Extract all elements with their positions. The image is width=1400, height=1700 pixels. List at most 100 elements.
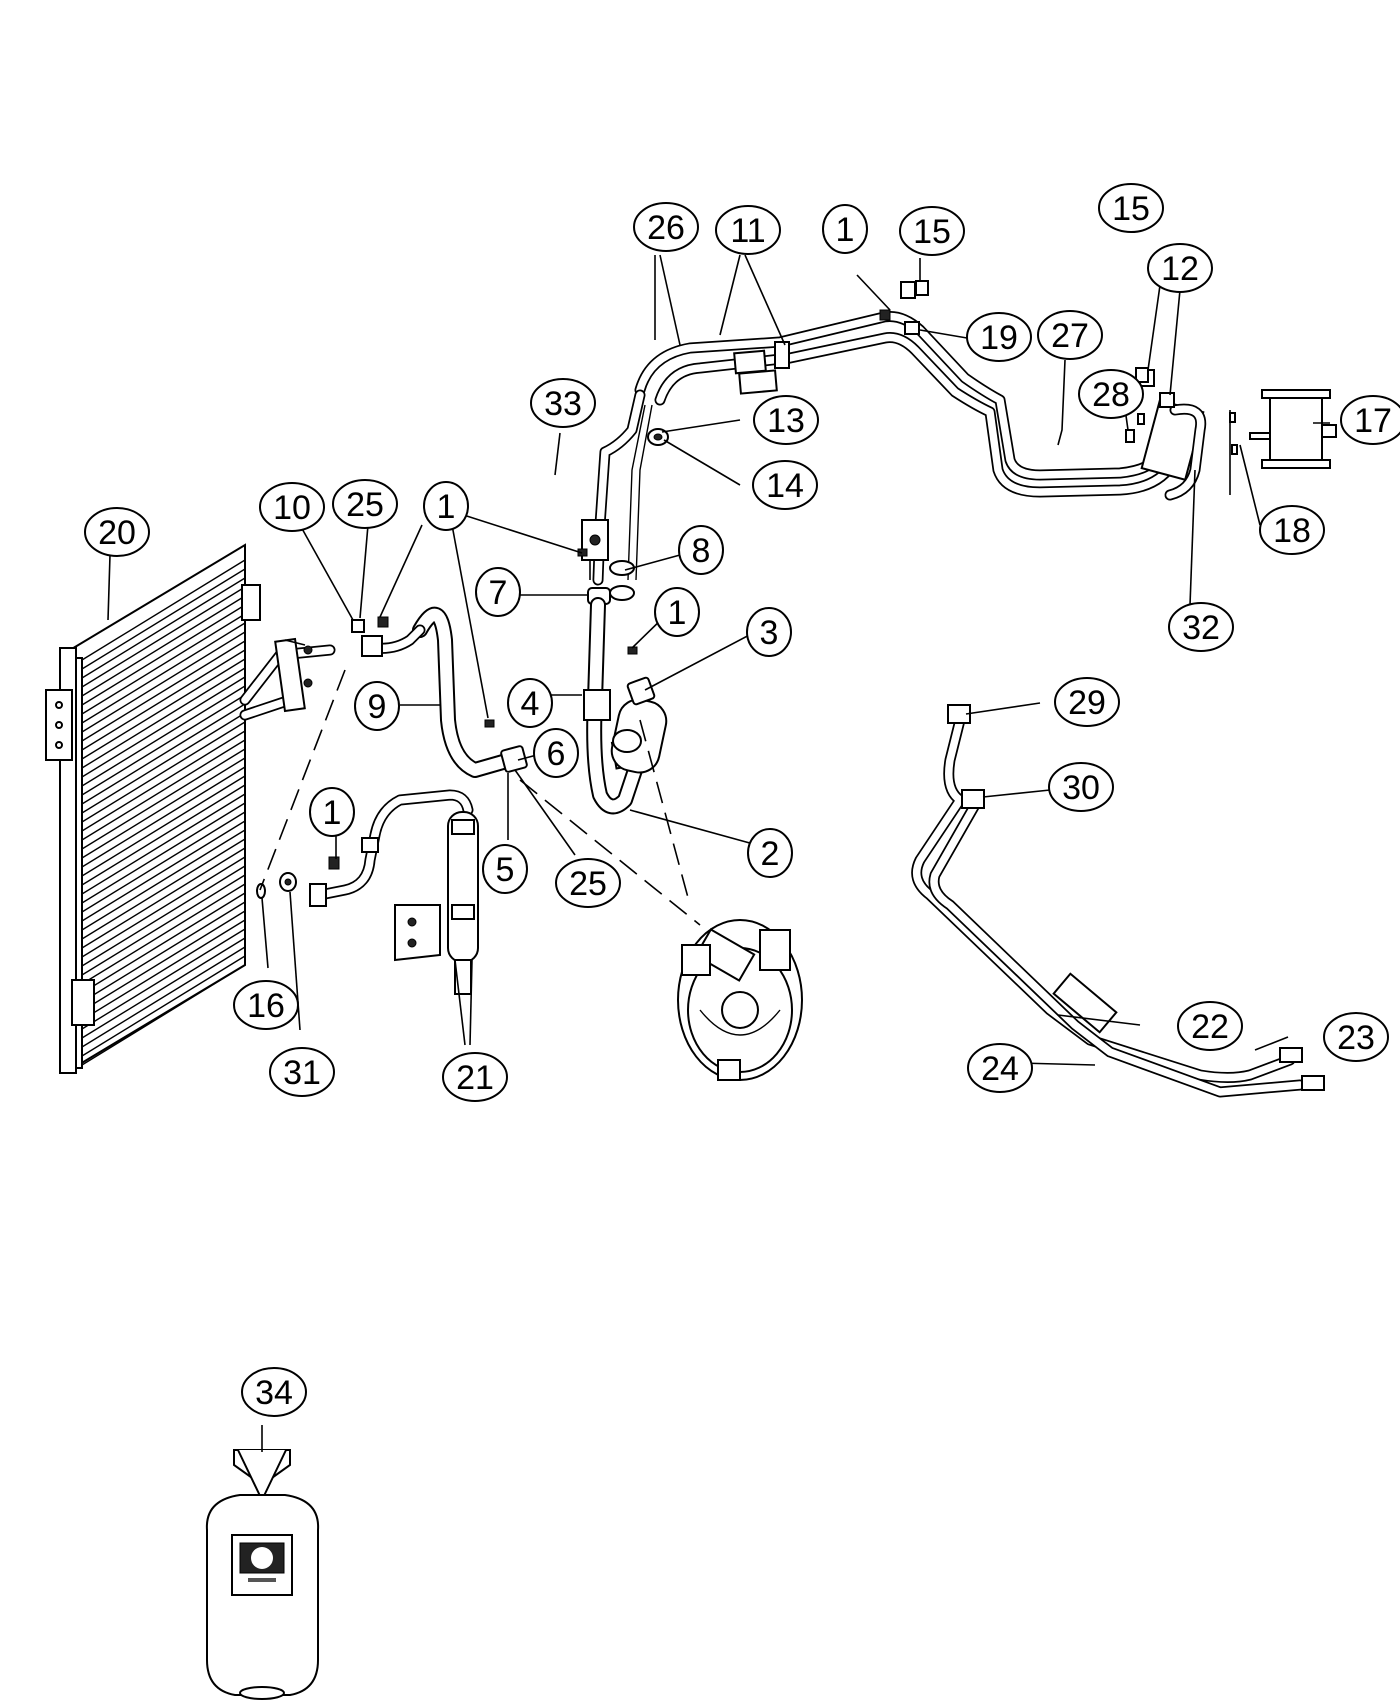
callout-33: 33 bbox=[530, 378, 596, 428]
callout-oval bbox=[332, 479, 398, 529]
callout-number: 22 bbox=[1191, 1008, 1229, 1046]
callout-9: 9 bbox=[354, 681, 400, 731]
callout-18: 18 bbox=[1259, 505, 1325, 555]
callout-19: 19 bbox=[966, 312, 1032, 362]
callout-number: 1 bbox=[323, 794, 342, 832]
callout-1: 1 bbox=[822, 204, 868, 254]
hose-assembly bbox=[309, 311, 1181, 907]
callout-number: 28 bbox=[1092, 376, 1130, 414]
callout-number: 29 bbox=[1068, 684, 1106, 722]
callout-number: 6 bbox=[547, 735, 566, 773]
fasteners bbox=[256, 280, 1238, 899]
callout-oval bbox=[507, 678, 553, 728]
callout-oval bbox=[1078, 369, 1144, 419]
callout-number: 1 bbox=[836, 211, 855, 249]
callout-number: 32 bbox=[1182, 609, 1220, 647]
receiver-drier bbox=[394, 811, 479, 995]
callout-23: 23 bbox=[1323, 1012, 1389, 1062]
expansion-valve bbox=[1249, 389, 1337, 469]
callout-number: 31 bbox=[283, 1054, 321, 1092]
callout-number: 23 bbox=[1337, 1019, 1375, 1057]
callout-number: 1 bbox=[668, 594, 687, 632]
callout-25: 25 bbox=[332, 479, 398, 529]
callout-13: 13 bbox=[753, 395, 819, 445]
callout-number: 19 bbox=[980, 319, 1018, 357]
callout-29: 29 bbox=[1054, 677, 1120, 727]
callout-number: 33 bbox=[544, 385, 582, 423]
callout-oval bbox=[1259, 505, 1325, 555]
callout-32: 32 bbox=[1168, 602, 1234, 652]
callout-oval bbox=[753, 395, 819, 445]
callout-25: 25 bbox=[555, 858, 621, 908]
callout-oval bbox=[966, 312, 1032, 362]
refrigerant-can bbox=[205, 1449, 320, 1700]
callout-number: 8 bbox=[692, 532, 711, 570]
callout-15: 15 bbox=[899, 206, 965, 256]
callout-5: 5 bbox=[482, 844, 528, 894]
callout-4: 4 bbox=[507, 678, 553, 728]
callout-number: 3 bbox=[760, 614, 779, 652]
callout-oval bbox=[1147, 243, 1213, 293]
callout-6: 6 bbox=[533, 728, 579, 778]
assembly-lines bbox=[259, 560, 701, 926]
callout-number: 13 bbox=[767, 402, 805, 440]
callout-oval bbox=[899, 206, 965, 256]
callout-oval bbox=[475, 567, 521, 617]
callout-oval bbox=[747, 828, 793, 878]
callout-oval bbox=[530, 378, 596, 428]
callout-number: 14 bbox=[766, 467, 804, 505]
callout-oval bbox=[1054, 677, 1120, 727]
callout-number: 2 bbox=[761, 835, 780, 873]
callout-oval bbox=[822, 204, 868, 254]
compressor bbox=[677, 919, 803, 1081]
callout-number: 16 bbox=[247, 987, 285, 1025]
callout-number: 20 bbox=[98, 514, 136, 552]
callout-1: 1 bbox=[654, 587, 700, 637]
callout-oval bbox=[678, 525, 724, 575]
callout-14: 14 bbox=[752, 460, 818, 510]
callout-oval bbox=[654, 587, 700, 637]
callout-10: 10 bbox=[259, 482, 325, 532]
callout-3: 3 bbox=[746, 607, 792, 657]
callout-oval bbox=[533, 728, 579, 778]
callout-number: 25 bbox=[569, 865, 607, 903]
callout-28: 28 bbox=[1078, 369, 1144, 419]
callout-oval bbox=[354, 681, 400, 731]
callout-oval bbox=[309, 787, 355, 837]
callout-30: 30 bbox=[1048, 762, 1114, 812]
callout-oval bbox=[967, 1043, 1033, 1093]
callout-number: 1 bbox=[437, 488, 456, 526]
callout-oval bbox=[241, 1367, 307, 1417]
callout-number: 27 bbox=[1051, 317, 1089, 355]
callout-26: 26 bbox=[633, 202, 699, 252]
callout-oval bbox=[233, 980, 299, 1030]
callout-20: 20 bbox=[84, 507, 150, 557]
callout-oval bbox=[1098, 183, 1164, 233]
callout-number: 12 bbox=[1161, 250, 1199, 288]
callout-oval bbox=[746, 607, 792, 657]
condenser bbox=[45, 543, 336, 1074]
callout-oval bbox=[1340, 395, 1400, 445]
callout-oval bbox=[752, 460, 818, 510]
callout-2: 2 bbox=[747, 828, 793, 878]
callout-number: 21 bbox=[456, 1059, 494, 1097]
callout-7: 7 bbox=[475, 567, 521, 617]
callout-oval bbox=[1048, 762, 1114, 812]
callout-oval bbox=[1323, 1012, 1389, 1062]
callout-oval bbox=[555, 858, 621, 908]
callout-34: 34 bbox=[241, 1367, 307, 1417]
expansion-valve-fitting bbox=[900, 281, 1207, 501]
callout-16: 16 bbox=[233, 980, 299, 1030]
callout-1: 1 bbox=[309, 787, 355, 837]
callout-number: 25 bbox=[346, 486, 384, 524]
callout-oval bbox=[633, 202, 699, 252]
callout-oval bbox=[1177, 1001, 1243, 1051]
callout-number: 34 bbox=[255, 1374, 293, 1412]
callout-31: 31 bbox=[269, 1047, 335, 1097]
callout-number: 17 bbox=[1354, 402, 1392, 440]
callout-oval bbox=[259, 482, 325, 532]
callout-number: 4 bbox=[521, 685, 540, 723]
callout-15: 15 bbox=[1098, 183, 1164, 233]
callout-number: 15 bbox=[913, 213, 951, 251]
